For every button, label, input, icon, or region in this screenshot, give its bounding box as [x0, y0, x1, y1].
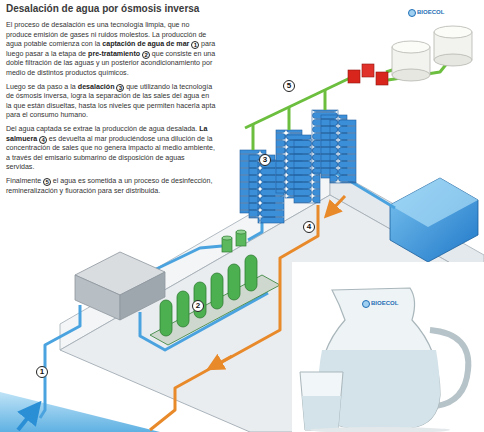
pump-house: [75, 252, 165, 320]
dosing-units: [348, 64, 388, 85]
storage-tanks: [392, 26, 472, 81]
text-column: El proceso de desalación es una tecnolog…: [6, 21, 216, 200]
diagram-title: Desalación de agua por ósmosis inversa: [6, 3, 199, 14]
paragraph: El proceso de desalación es una tecnolog…: [6, 21, 216, 79]
body-text: es devuelta al mar produciéndose una dil…: [6, 135, 215, 172]
callout-number: 1: [36, 366, 48, 378]
small-tanks: [222, 230, 246, 252]
callout-number: 1: [191, 41, 199, 49]
body-text: Luego se da paso a la: [6, 83, 76, 91]
emphasis-text: captación de agua de mar: [102, 40, 189, 48]
callout-number: 2: [142, 51, 150, 59]
paragraph: Finalmente5el agua es sometida a un proc…: [6, 177, 216, 196]
callout-number: 4: [39, 136, 47, 144]
callout-number: 5: [43, 178, 51, 186]
callout-number: 5: [283, 80, 295, 92]
logo-text: BIOECOL: [362, 300, 398, 306]
paragraph: Luego se da paso a ladesalación3que util…: [6, 83, 216, 121]
emphasis-text: pre-tratamiento: [88, 50, 140, 58]
callout-number: 3: [259, 154, 271, 166]
pitcher-photo: [292, 262, 484, 432]
body-text: Del agua captada se extrae la producción…: [6, 125, 197, 133]
sea: [0, 392, 160, 432]
filters: [150, 255, 280, 345]
body-text: Finalmente: [6, 177, 41, 185]
callout-number: 3: [116, 84, 124, 92]
callout-number: 4: [303, 221, 315, 233]
product-pipes: [245, 62, 448, 150]
callout-number: 2: [192, 300, 204, 312]
pool: [390, 178, 478, 262]
logo-text: BIOECOL: [408, 9, 444, 15]
membrane-racks: [240, 110, 356, 223]
paragraph: Del agua captada se extrae la producción…: [6, 125, 216, 173]
emphasis-text: desalación: [78, 83, 115, 91]
